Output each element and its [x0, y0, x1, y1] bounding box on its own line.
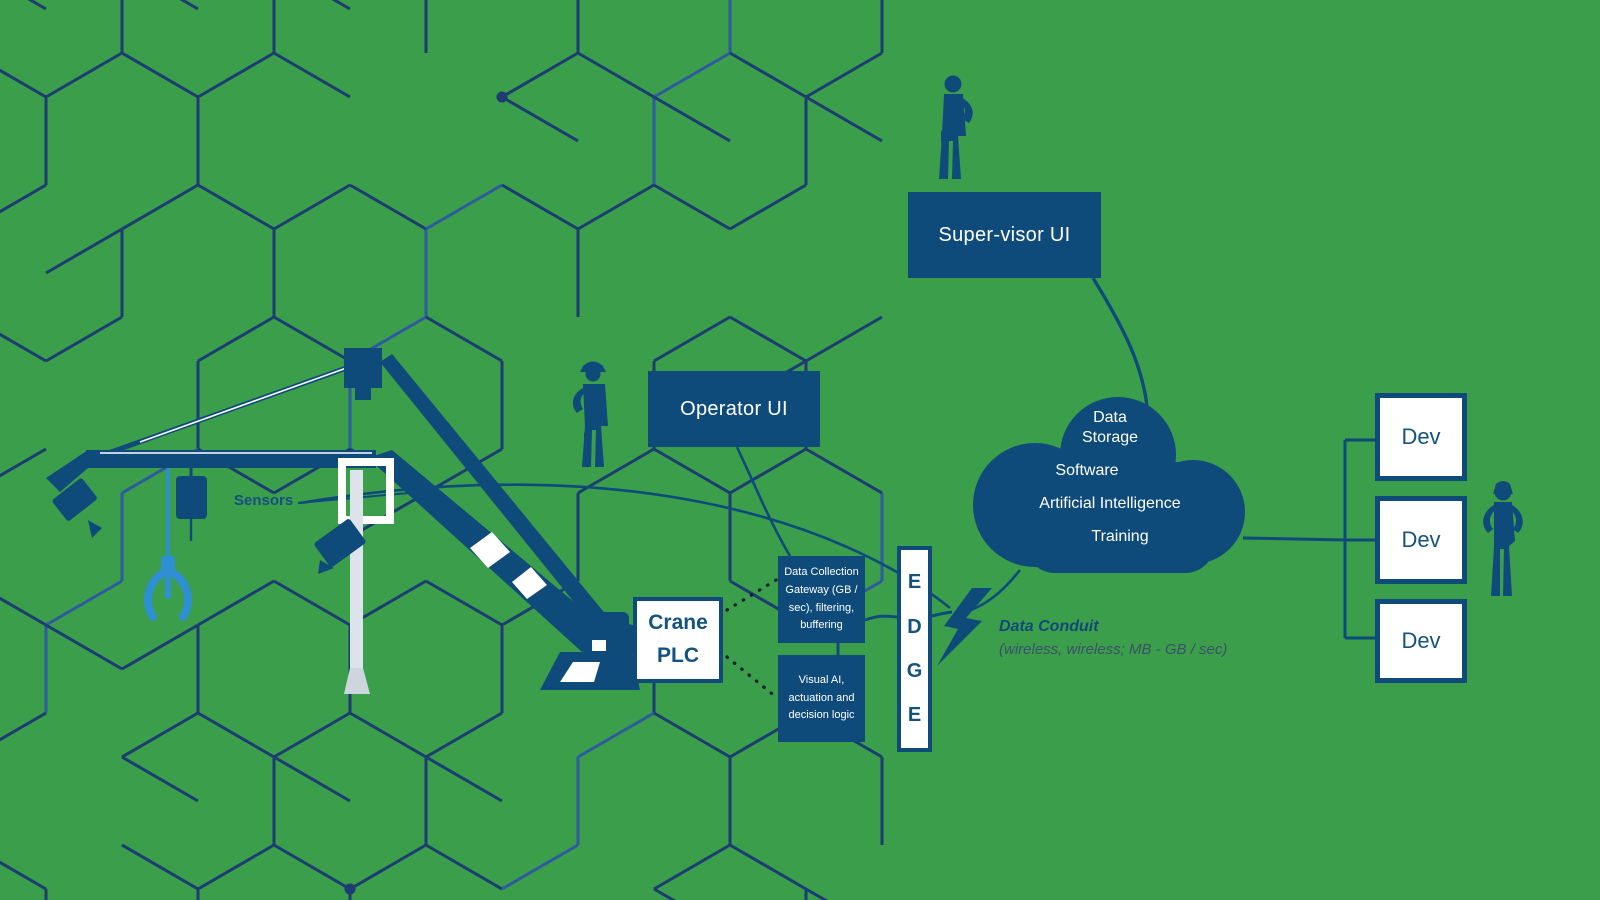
cloud-line-data: Data [1093, 409, 1127, 426]
supervisor-ui-label: Super-visor UI [938, 223, 1071, 246]
boom-slot [512, 567, 547, 599]
lightning-bolt-icon [937, 588, 992, 666]
plc-to-gateway-dotted [725, 578, 778, 612]
data-conduit-label: Data Conduit (wireless, wireless; MB - G… [999, 618, 1227, 658]
data-conduit-title: Data Conduit [999, 618, 1099, 635]
edge-box: E D G E [897, 546, 932, 752]
gateway-label: Data Collection Gateway (GB / sec), filt… [784, 566, 859, 632]
gateway-to-edge-line [864, 614, 898, 622]
dotted-link-lines [725, 578, 778, 699]
data-conduit-subtitle: (wireless, wireless; MB - GB / sec) [999, 641, 1228, 658]
sensors-label: Sensors [234, 492, 294, 509]
visual-ai-label: Visual AI, actuation and decision logic [788, 674, 855, 722]
developer-person-icon [1483, 481, 1523, 596]
cloud-line-storage: Storage [1081, 429, 1139, 446]
sensor-box-icon [176, 468, 207, 541]
cloud-to-dev-line [1242, 536, 1346, 542]
cloud-line-software: Software [1055, 462, 1119, 479]
dev-label: Dev [1401, 628, 1441, 653]
grapple-icon [144, 468, 192, 621]
boom-slot [470, 532, 510, 568]
operator-ui-box: Operator UI [648, 371, 820, 447]
dev-box-1: Dev [1375, 393, 1467, 481]
operator-ui-label: Operator UI [680, 397, 788, 420]
dev-bracket-line [1343, 438, 1375, 640]
camera-sensor-icon [52, 478, 102, 538]
dev-label: Dev [1401, 527, 1441, 552]
dev-label: Dev [1401, 424, 1441, 449]
cloud-text: Data Storage Software Artificial Intelli… [972, 408, 1248, 547]
crane-plc-box: Crane PLC [633, 597, 723, 683]
supervisor-to-cloud-line [1091, 277, 1149, 407]
dev-box-2: Dev [1375, 496, 1467, 584]
data-collection-gateway-box: Data Collection Gateway (GB / sec), filt… [778, 556, 865, 643]
camera-sensor-icon [314, 519, 366, 574]
operator-person-icon [572, 361, 608, 467]
cloud-shape [973, 397, 1245, 573]
crane-plc-label: Crane PLC [648, 611, 708, 667]
supervisor-person-icon [939, 75, 973, 179]
dev-box-3: Dev [1375, 599, 1467, 683]
operator-to-gateway-line [735, 446, 792, 557]
visual-ai-box: Visual AI, actuation and decision logic [778, 655, 865, 742]
supervisor-ui-box: Super-visor UI [908, 192, 1101, 278]
plc-to-visualai-dotted [725, 655, 778, 699]
edge-label: E D G E [906, 571, 923, 727]
crane-illustration [46, 348, 643, 694]
cloud-line-ai: Artificial Intelligence [1039, 495, 1181, 512]
cloud-line-training: Training [1091, 528, 1149, 545]
edge-to-bolt-line [931, 610, 953, 618]
